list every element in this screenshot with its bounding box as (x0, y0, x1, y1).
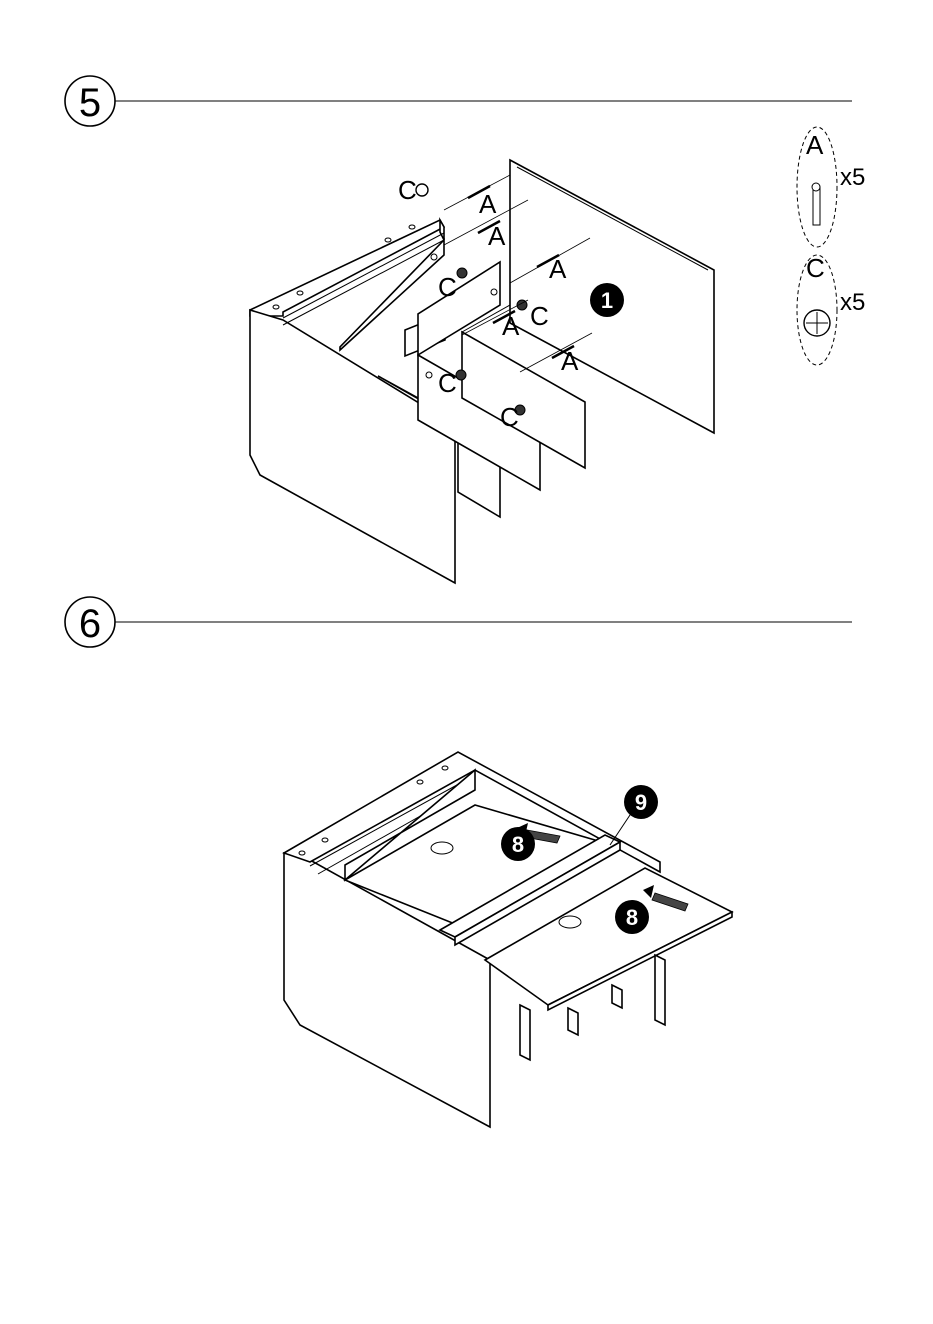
rail-9-badge-number: 9 (635, 790, 647, 815)
step-5-header: 5 (65, 76, 852, 126)
hardware-c-qty: x5 (840, 289, 865, 316)
label-c-2: C (438, 272, 457, 302)
hardware-a-qty: x5 (840, 164, 865, 191)
label-c-4: C (438, 368, 457, 398)
hardware-legend: A x5 C x5 (797, 127, 865, 365)
hardware-c-letter: C (806, 253, 825, 283)
step-6-number: 6 (79, 602, 101, 646)
label-c-5: C (500, 402, 519, 432)
panel-8-inner-badge-number: 8 (512, 832, 524, 857)
label-a-5: A (561, 346, 579, 376)
panel-8-front-badge-number: 8 (626, 905, 638, 930)
label-c-top: C (398, 175, 417, 205)
dowel-a-icon (813, 187, 820, 225)
step-6-header: 6 (65, 597, 852, 647)
cabinet-top-edge (250, 220, 444, 316)
label-c-3: C (530, 301, 549, 331)
step-5-number: 5 (79, 81, 101, 125)
step-5-illustration: C A A C A C A C C A 1 (250, 160, 714, 583)
label-a-2: A (488, 221, 506, 251)
panel-1-badge-number: 1 (601, 288, 613, 313)
step-6-illustration: 9 8 8 (284, 752, 732, 1127)
hardware-a-letter: A (806, 130, 824, 160)
label-a-1: A (479, 189, 497, 219)
label-a-4: A (502, 311, 520, 341)
label-a-3: A (549, 254, 567, 284)
